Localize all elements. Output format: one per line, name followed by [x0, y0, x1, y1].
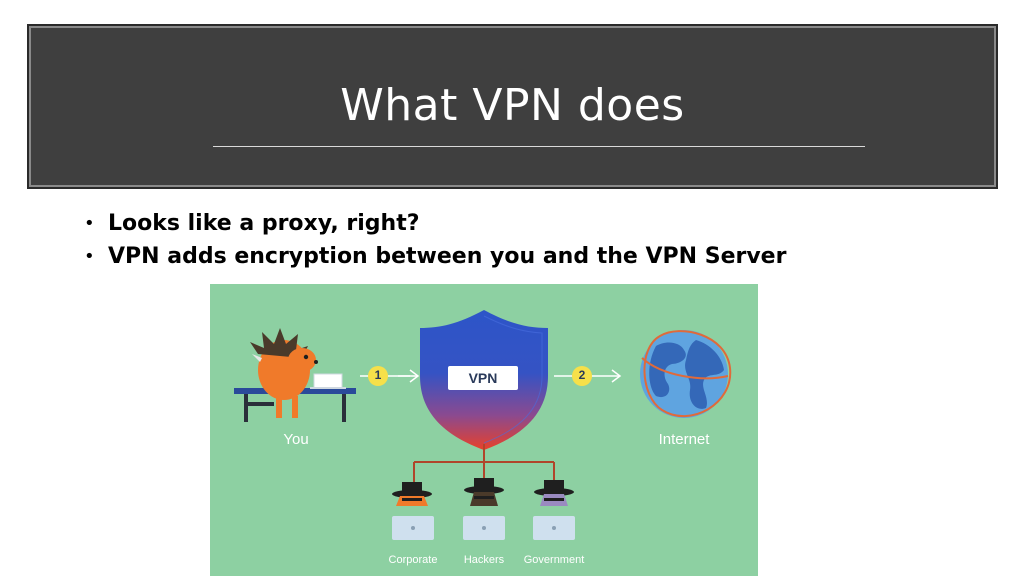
- globe-icon: [640, 330, 732, 418]
- bullet-item: • VPN adds encryption between you and th…: [82, 240, 786, 273]
- title-banner: What VPN does: [27, 24, 998, 189]
- bullet-dot: •: [84, 213, 95, 234]
- bullet-dot: •: [84, 246, 95, 267]
- observer-label-government: Government: [523, 554, 585, 566]
- step-2-number: 2: [578, 368, 586, 382]
- slide-title: What VPN does: [340, 80, 685, 131]
- corporate-observer-icon: [392, 482, 434, 540]
- internet-label: Internet: [658, 431, 710, 448]
- shield-icon: [420, 310, 548, 450]
- step-1-number: 1: [374, 368, 382, 382]
- bullet-item: • Looks like a proxy, right?: [82, 207, 786, 240]
- vpn-diagram: VPN 1 2 You Internet Corporate Hackers G…: [210, 284, 758, 576]
- bullet-text: VPN adds encryption between you and the …: [108, 244, 787, 269]
- bullet-list: • Looks like a proxy, right? • VPN adds …: [82, 207, 786, 273]
- vpn-diagram-graphic: [234, 310, 732, 540]
- observer-label-corporate: Corporate: [388, 554, 438, 566]
- title-underline: [213, 146, 865, 147]
- step-1-badge: [368, 366, 388, 386]
- shield-label: VPN: [468, 370, 498, 386]
- hackers-observer-icon: [463, 478, 505, 540]
- observer-label-hackers: Hackers: [463, 554, 505, 566]
- government-observer-icon: [533, 480, 575, 540]
- hedgehog-user-icon: [234, 328, 356, 422]
- step-2-badge: [572, 366, 592, 386]
- bullet-text: Looks like a proxy, right?: [108, 211, 420, 236]
- you-label: You: [283, 431, 309, 448]
